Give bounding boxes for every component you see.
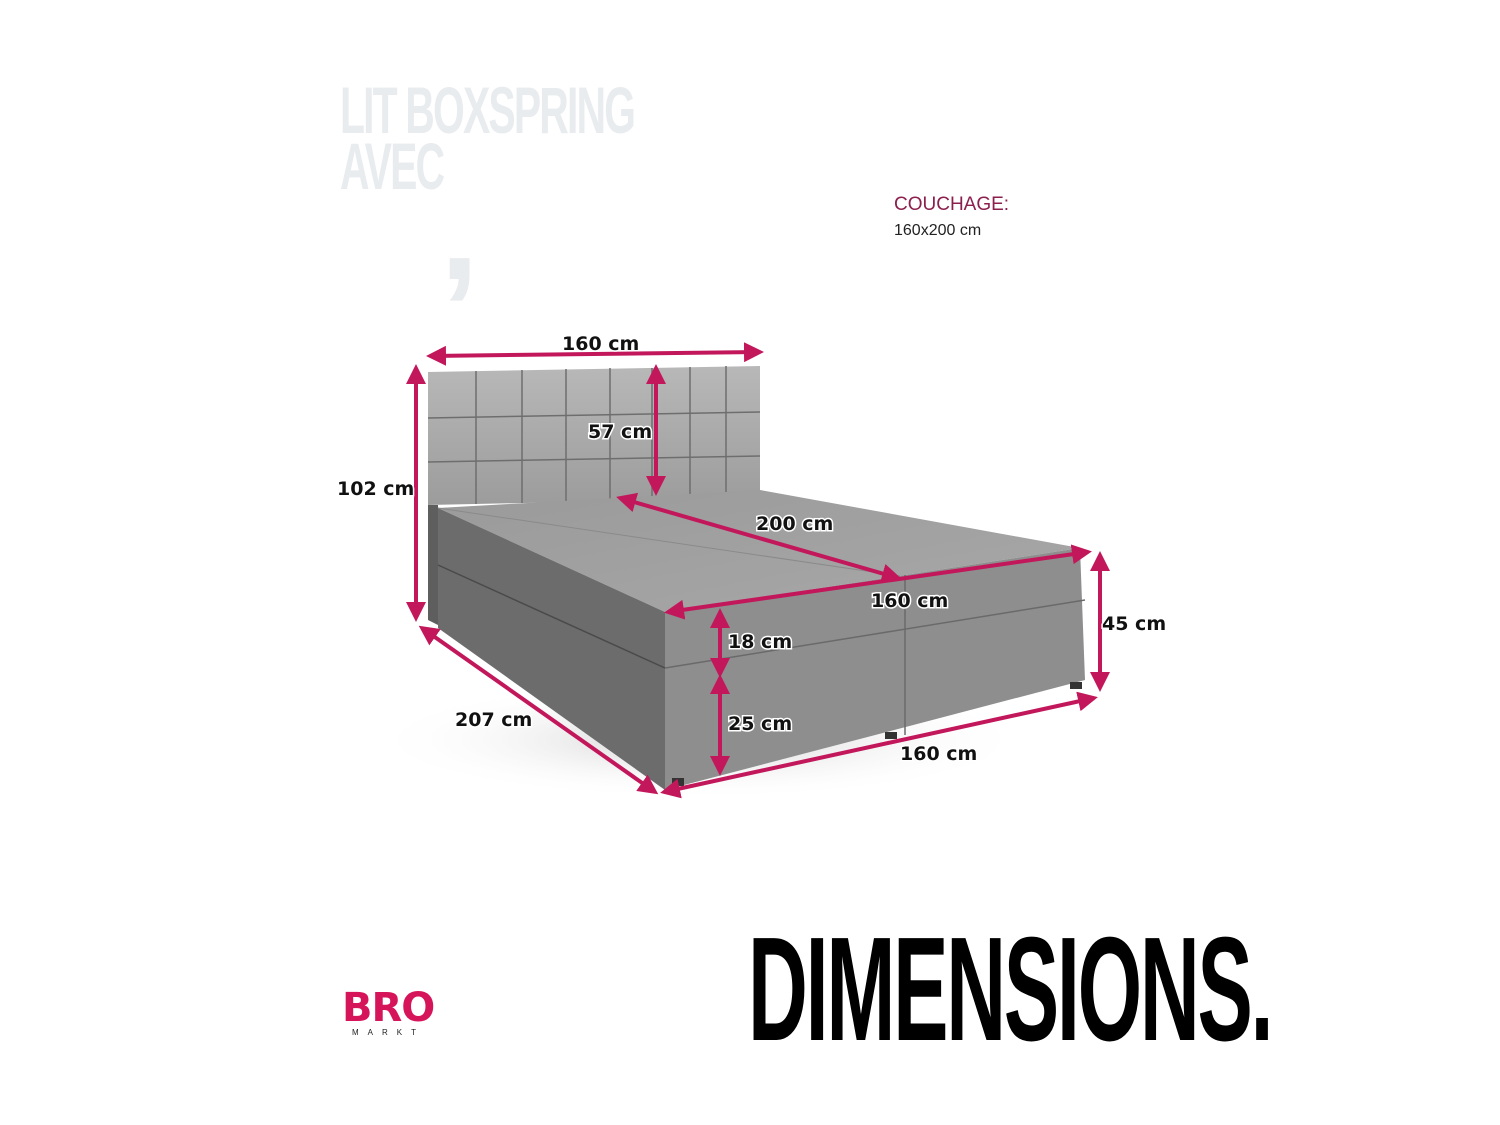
label-base-width: 160 cm (900, 743, 977, 765)
label-total-length: 207 cm (455, 709, 532, 731)
label-bed-height: 45 cm (1102, 613, 1166, 635)
dimension-arrows (406, 342, 1110, 799)
logo-main-text: BRO (342, 985, 435, 1031)
couchage-label: COUCHAGE: (894, 194, 1010, 215)
label-mattress-width: 160 cm (871, 590, 948, 612)
dimensions-title: DIMENSIONS. (748, 907, 1274, 1072)
logo-sub-text: MARKT (352, 1028, 425, 1037)
background-comma: , (440, 152, 479, 309)
background-title: LIT BOXSPRING AVEC (340, 73, 636, 203)
label-topper-height: 18 cm (728, 631, 792, 653)
label-headboard-panel-height: 57 cm (588, 421, 652, 443)
label-mattress-length: 200 cm (756, 513, 833, 535)
label-headboard-width: 160 cm (562, 333, 639, 355)
bro-markt-logo: BRO MARKT (342, 988, 454, 1037)
label-base-height: 25 cm (728, 713, 792, 735)
couchage-value: 160x200 cm (894, 222, 982, 239)
label-total-height: 102 cm (337, 478, 414, 500)
